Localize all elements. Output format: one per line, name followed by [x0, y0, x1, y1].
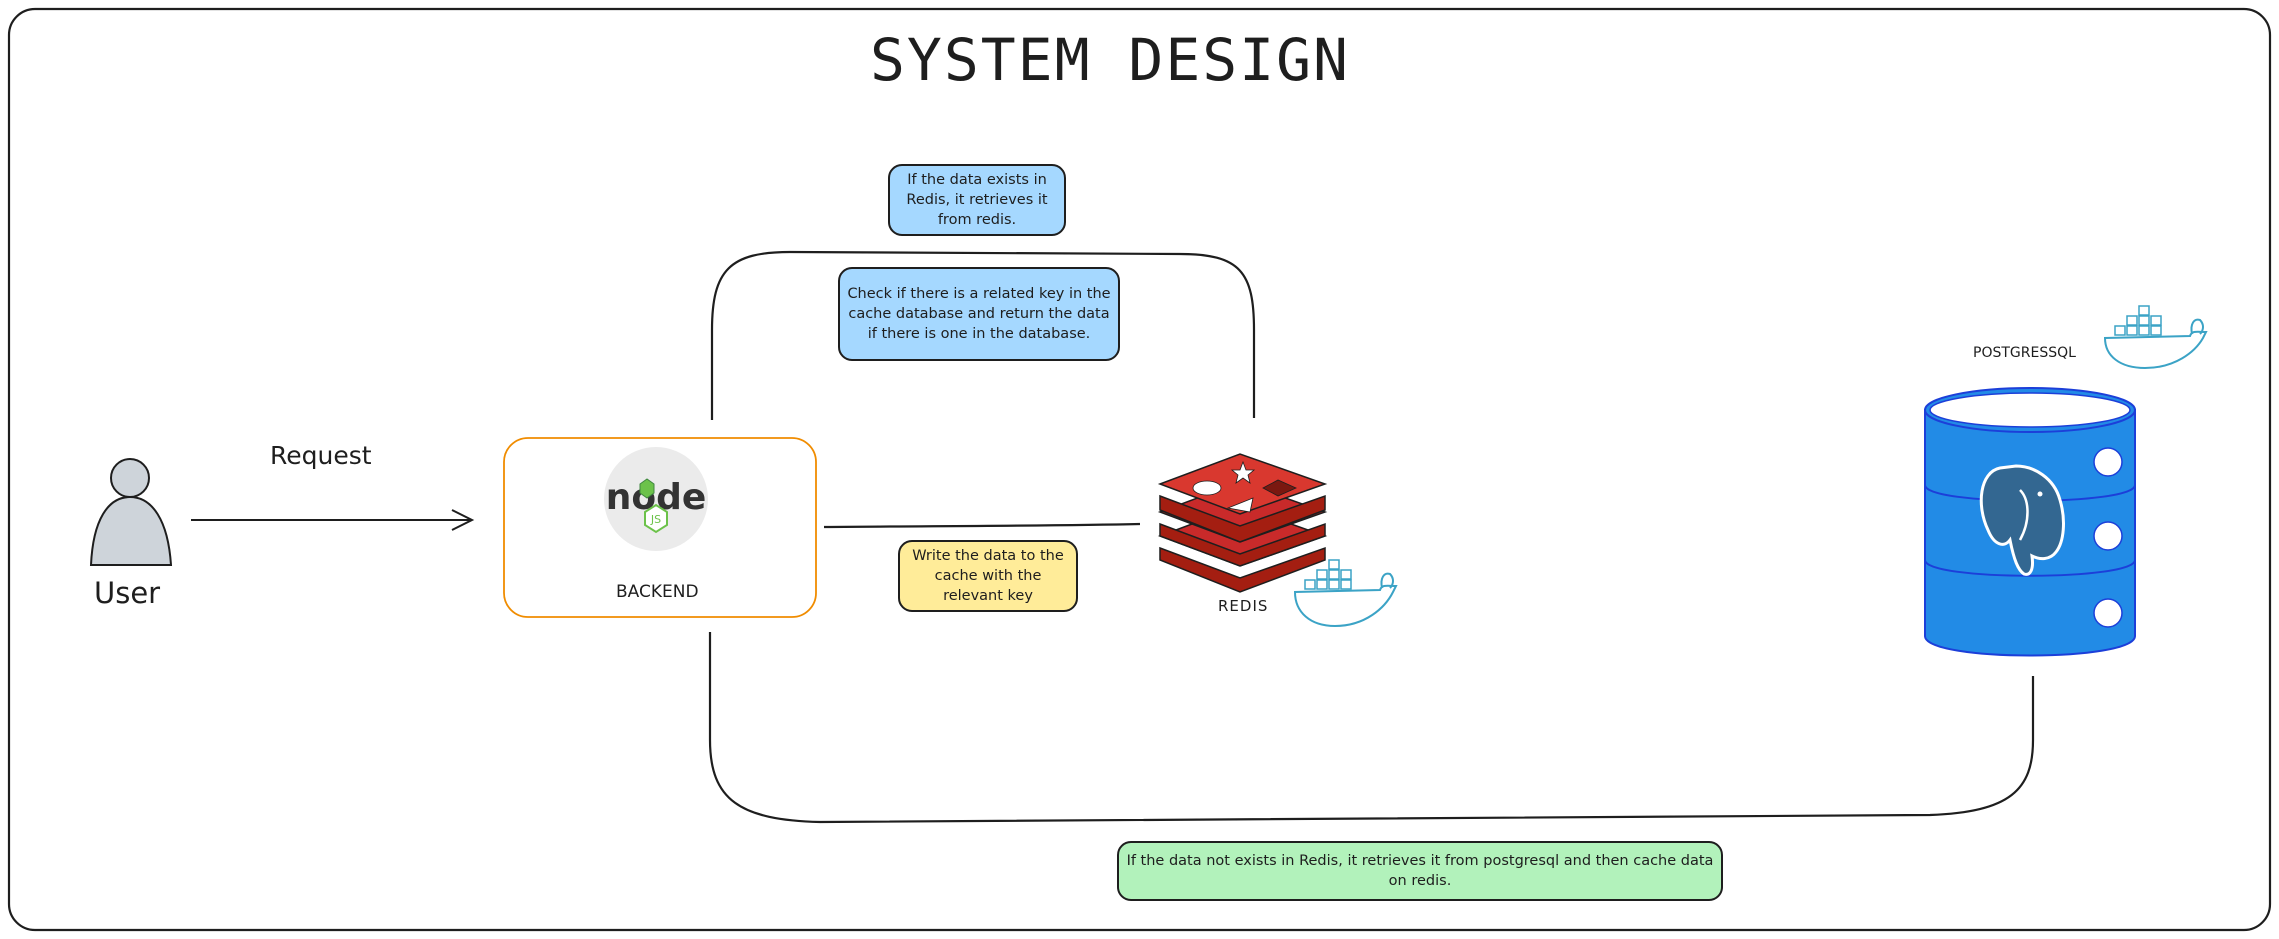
note-redis-hit-text: If the data exists in Redis, it retrieve…	[906, 172, 1048, 228]
note-write-cache-text: Write the data to the cache with the rel…	[912, 548, 1064, 604]
docker-icon-redis	[1293, 559, 1398, 628]
postgres-elephant-icon	[1979, 464, 2065, 576]
backend-label: BACKEND	[616, 582, 699, 602]
note-write-cache[interactable]: Write the data to the cache with the rel…	[898, 540, 1078, 612]
write-cache-line	[823, 522, 1141, 529]
postgres-label[interactable]: POSTGRESSQL	[1973, 345, 2076, 361]
nodejs-logo: node JS	[604, 447, 708, 551]
redis-label[interactable]: REDIS	[1218, 597, 1269, 615]
nodejs-js-badge: JS	[650, 513, 661, 526]
page-title: SYSTEM DESIGN	[870, 26, 1350, 94]
postgres-database-icon	[1924, 387, 2136, 657]
note-db-fallback[interactable]: If the data not exists in Redis, it retr…	[1117, 841, 1723, 901]
user-label[interactable]: User	[94, 576, 161, 610]
nodejs-js-hexagon	[644, 503, 668, 534]
request-arrow	[191, 509, 475, 531]
note-check-cache-text: Check if there is a related key in the c…	[847, 286, 1111, 342]
note-db-fallback-text: If the data not exists in Redis, it retr…	[1126, 853, 1714, 889]
user-icon	[89, 458, 173, 566]
redis-logo	[1157, 453, 1328, 593]
note-redis-hit[interactable]: If the data exists in Redis, it retrieve…	[888, 164, 1066, 236]
diagram-frame	[7, 7, 2272, 932]
cache-check-loop	[710, 250, 1256, 420]
docker-icon-postgres	[2103, 305, 2208, 370]
nodejs-hexagon	[639, 478, 655, 499]
redis-star	[1230, 460, 1256, 484]
database-fallback-loop	[708, 632, 2035, 824]
note-check-cache[interactable]: Check if there is a related key in the c…	[838, 267, 1120, 361]
request-label: Request	[270, 441, 372, 470]
